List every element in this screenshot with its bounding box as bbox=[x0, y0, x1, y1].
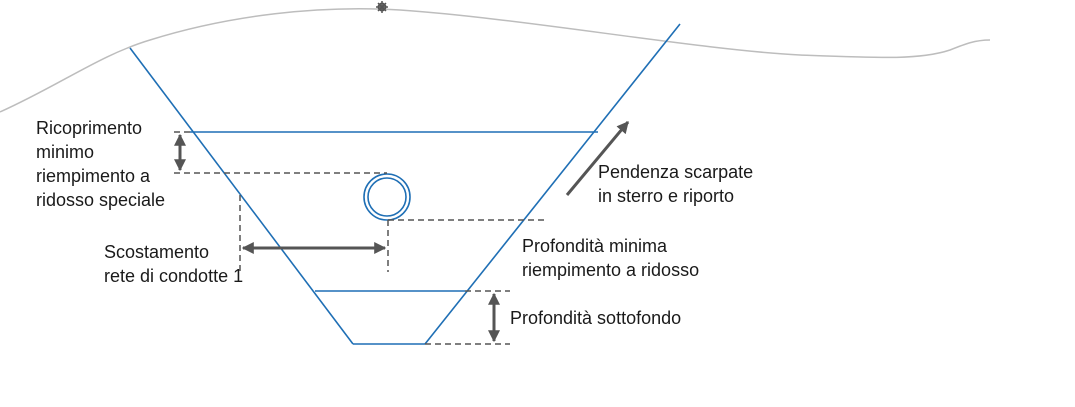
min-depth-label: Profondità minima riempimento a ridosso bbox=[522, 236, 700, 280]
bedding-label: Profondità sottofondo bbox=[510, 308, 682, 328]
offset-label: Scostamento rete di condotte 1 bbox=[104, 242, 244, 286]
ground-surface bbox=[0, 8, 991, 113]
trench-left-wall bbox=[129, 47, 354, 345]
pipe-outer bbox=[363, 173, 411, 221]
slope-arrow bbox=[565, 121, 630, 196]
dimension-guides bbox=[174, 131, 548, 345]
gear-icon bbox=[376, 1, 388, 13]
pipe-inner bbox=[367, 177, 407, 217]
min-cover-label: Ricoprimento minimo riempimento a ridoss… bbox=[36, 118, 166, 210]
slope-label: Pendenza scarpate in sterro e riporto bbox=[598, 162, 754, 206]
